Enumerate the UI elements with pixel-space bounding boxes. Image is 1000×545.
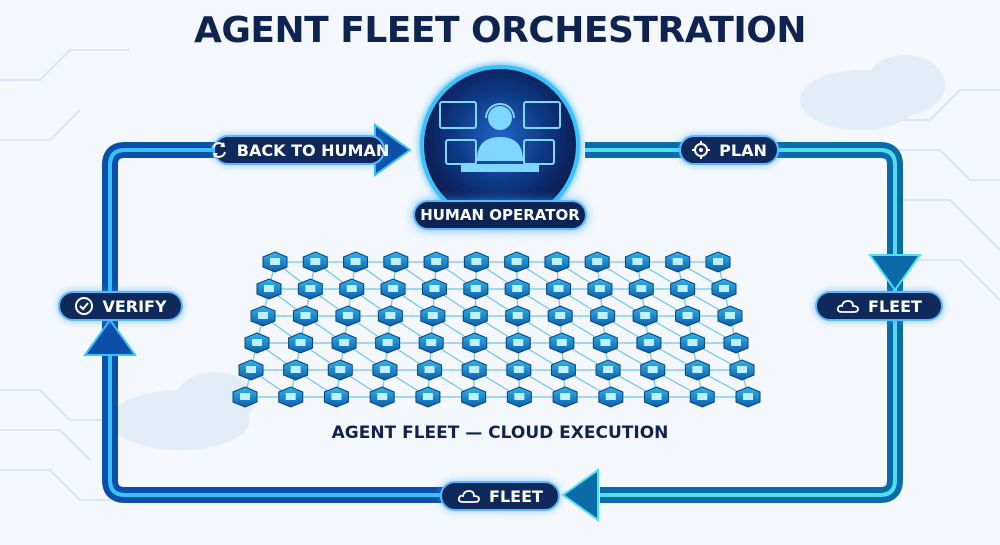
gear-icon bbox=[692, 141, 711, 159]
fleet-network-links bbox=[244, 261, 749, 398]
agent-chip-icon bbox=[462, 332, 488, 354]
agent-chip-icon bbox=[550, 359, 576, 381]
agent-chip-icon bbox=[632, 305, 658, 327]
agent-chip-icon bbox=[504, 251, 530, 273]
agent-chip-icon bbox=[375, 332, 401, 354]
back-to-human-label: BACK TO HUMAN bbox=[236, 140, 390, 160]
agent-chip-icon bbox=[418, 332, 444, 354]
agent-chip-icon bbox=[670, 278, 696, 300]
agent-chip-icon bbox=[624, 251, 650, 273]
page-title: AGENT FLEET ORCHESTRATION bbox=[194, 10, 806, 51]
agent-chip-icon bbox=[665, 251, 691, 273]
agent-chip-icon bbox=[461, 359, 487, 381]
agent-chip-icon bbox=[244, 332, 270, 354]
agent-chip-icon bbox=[684, 359, 710, 381]
agent-chip-icon bbox=[735, 386, 761, 408]
verify-stage: VERIFY bbox=[58, 291, 183, 321]
agent-chip-icon bbox=[335, 305, 361, 327]
agent-chip-icon bbox=[675, 305, 701, 327]
agent-chip-icon bbox=[711, 278, 737, 300]
agent-chip-icon bbox=[302, 251, 328, 273]
agent-chip-icon bbox=[546, 278, 572, 300]
agent-chip-icon bbox=[644, 386, 670, 408]
agent-chip-icon bbox=[547, 305, 573, 327]
agent-chip-icon bbox=[420, 305, 446, 327]
agent-chip-icon bbox=[505, 332, 531, 354]
agent-chip-icon bbox=[423, 251, 449, 273]
agent-chip-icon bbox=[463, 251, 489, 273]
check-circle-icon bbox=[75, 297, 94, 315]
agent-chip-icon bbox=[590, 305, 616, 327]
agent-chip-icon bbox=[462, 305, 488, 327]
agent-chip-icon bbox=[288, 332, 314, 354]
agent-chip-icon bbox=[343, 251, 369, 273]
agent-chip-icon bbox=[640, 359, 666, 381]
agent-chip-icon bbox=[463, 278, 489, 300]
agent-chip-icon bbox=[723, 332, 749, 354]
agent-chip-icon bbox=[705, 251, 731, 273]
arrow-to-fleet-bottom bbox=[561, 468, 599, 522]
agent-chip-icon bbox=[592, 332, 618, 354]
agent-chip-icon bbox=[544, 251, 570, 273]
agent-chip-icon bbox=[250, 305, 276, 327]
agent-chip-icon bbox=[417, 359, 443, 381]
agent-chip-icon bbox=[549, 332, 575, 354]
plan-label: PLAN bbox=[719, 140, 767, 160]
agent-chip-icon bbox=[598, 386, 624, 408]
agent-chip-icon bbox=[636, 332, 662, 354]
verify-label: VERIFY bbox=[102, 296, 167, 316]
agent-chip-icon bbox=[380, 278, 406, 300]
fleet-bottom-label: FLEET bbox=[489, 486, 543, 506]
agent-chip-icon bbox=[717, 305, 743, 327]
back-to-human-stage: BACK TO HUMAN bbox=[211, 135, 389, 165]
agent-chip-icon bbox=[372, 359, 398, 381]
agent-chip-icon bbox=[689, 386, 715, 408]
arrow-to-verify bbox=[83, 318, 137, 356]
agent-chip-icon bbox=[377, 305, 403, 327]
cloud-icon bbox=[457, 490, 480, 503]
agent-chip-icon bbox=[331, 332, 357, 354]
plan-stage: PLAN bbox=[679, 135, 779, 165]
agent-chip-icon bbox=[729, 359, 755, 381]
cloud-icon bbox=[836, 300, 859, 313]
agent-chip-icon bbox=[628, 278, 654, 300]
agent-chip-icon bbox=[421, 278, 447, 300]
agent-chip-icon bbox=[238, 359, 264, 381]
circuit-background bbox=[0, 49, 1000, 501]
agent-chip-icon bbox=[584, 251, 610, 273]
agent-chip-icon bbox=[262, 251, 288, 273]
agent-chip-icon bbox=[278, 386, 304, 408]
agent-chip-icon bbox=[383, 251, 409, 273]
operator-headset-icon bbox=[439, 101, 561, 172]
refresh-icon bbox=[211, 142, 226, 158]
agent-chip-icon bbox=[297, 278, 323, 300]
human-operator-label: HUMAN OPERATOR bbox=[413, 200, 587, 230]
agent-chip-icon bbox=[283, 359, 309, 381]
agent-fleet-grid bbox=[232, 251, 761, 408]
cloud-background bbox=[110, 55, 945, 450]
agent-chip-icon bbox=[323, 386, 349, 408]
agent-chip-icon bbox=[552, 386, 578, 408]
fleet-right-label: FLEET bbox=[868, 296, 922, 316]
arrow-to-fleet-right bbox=[868, 254, 922, 292]
agent-chip-icon bbox=[679, 332, 705, 354]
agent-chip-icon bbox=[504, 278, 530, 300]
agent-chip-icon bbox=[339, 278, 365, 300]
agent-chip-icon bbox=[587, 278, 613, 300]
agent-chip-icon bbox=[292, 305, 318, 327]
agent-chip-icon bbox=[369, 386, 395, 408]
agent-chip-icon bbox=[595, 359, 621, 381]
agent-chip-icon bbox=[506, 386, 532, 408]
agent-chip-icon bbox=[232, 386, 258, 408]
agent-chip-icon bbox=[461, 386, 487, 408]
fleet-bottom-stage: FLEET bbox=[440, 481, 560, 511]
fleet-caption: AGENT FLEET — CLOUD EXECUTION bbox=[331, 423, 669, 443]
agent-chip-icon bbox=[327, 359, 353, 381]
agent-chip-icon bbox=[415, 386, 441, 408]
agent-chip-icon bbox=[256, 278, 282, 300]
agent-chip-icon bbox=[506, 359, 532, 381]
fleet-right-stage: FLEET bbox=[815, 291, 943, 321]
agent-chip-icon bbox=[505, 305, 531, 327]
